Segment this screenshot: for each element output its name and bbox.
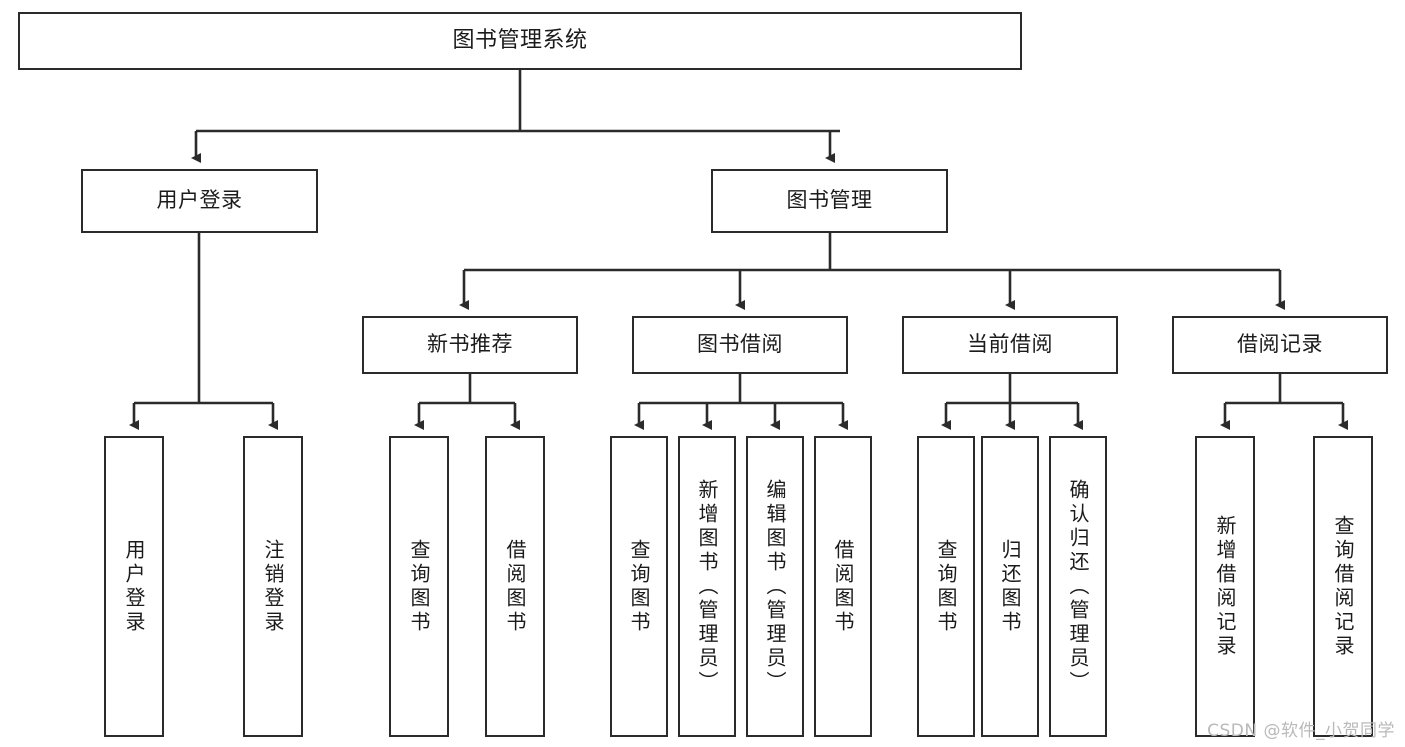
node-root-label: 图书管理系统 <box>452 27 588 53</box>
node-leaf-user-logout[interactable]: 注销登录 <box>243 436 303 737</box>
node-leaf-query-record[interactable]: 查询借阅记录 <box>1313 436 1373 737</box>
node-new-book-recommend[interactable]: 新书推荐 <box>362 316 578 374</box>
node-leaf-add-book[interactable]: 新增图书（管理员） <box>678 436 736 737</box>
node-root[interactable]: 图书管理系统 <box>18 12 1022 70</box>
node-leaf-borrow-book-2[interactable]: 借阅图书 <box>814 436 872 737</box>
node-book-borrow-label: 图书借阅 <box>697 332 783 357</box>
node-leaf-confirm-return[interactable]: 确认归还（管理员） <box>1049 436 1107 737</box>
node-leaf-confirm-return-label: 确认归还（管理员） <box>1066 478 1090 695</box>
node-user-login-label: 用户登录 <box>156 188 243 213</box>
node-current-borrow[interactable]: 当前借阅 <box>902 316 1118 374</box>
node-leaf-user-login[interactable]: 用户登录 <box>104 436 164 737</box>
node-leaf-return-book-label: 归还图书 <box>998 538 1022 635</box>
node-leaf-add-record[interactable]: 新增借阅记录 <box>1195 436 1255 737</box>
node-leaf-query-book-2-label: 查询图书 <box>627 538 651 635</box>
node-current-borrow-label: 当前借阅 <box>967 332 1053 357</box>
node-user-login[interactable]: 用户登录 <box>81 169 318 233</box>
node-borrow-record[interactable]: 借阅记录 <box>1172 316 1388 374</box>
node-new-book-recommend-label: 新书推荐 <box>427 332 513 357</box>
node-leaf-borrow-book-2-label: 借阅图书 <box>831 538 855 635</box>
node-leaf-query-book-3-label: 查询图书 <box>934 538 958 635</box>
node-leaf-edit-book[interactable]: 编辑图书（管理员） <box>746 436 804 737</box>
node-book-manage-label: 图书管理 <box>786 188 873 213</box>
node-leaf-return-book[interactable]: 归还图书 <box>981 436 1039 737</box>
node-book-borrow[interactable]: 图书借阅 <box>632 316 848 374</box>
node-leaf-query-book-2[interactable]: 查询图书 <box>610 436 668 737</box>
node-leaf-query-book-1-label: 查询图书 <box>407 538 431 635</box>
node-leaf-user-login-label: 用户登录 <box>122 538 146 635</box>
node-leaf-query-book-3[interactable]: 查询图书 <box>917 436 975 737</box>
node-leaf-borrow-book-1-label: 借阅图书 <box>503 538 527 635</box>
node-leaf-query-book-1[interactable]: 查询图书 <box>389 436 449 737</box>
node-leaf-edit-book-label: 编辑图书（管理员） <box>763 478 787 695</box>
node-book-manage[interactable]: 图书管理 <box>711 169 948 233</box>
watermark: CSDN @软件_小贺同学 <box>1207 721 1395 741</box>
node-leaf-user-logout-label: 注销登录 <box>261 538 285 635</box>
node-leaf-borrow-book-1[interactable]: 借阅图书 <box>485 436 545 737</box>
node-leaf-add-book-label: 新增图书（管理员） <box>695 478 719 695</box>
node-leaf-query-record-label: 查询借阅记录 <box>1331 514 1355 659</box>
node-borrow-record-label: 借阅记录 <box>1237 332 1323 357</box>
node-leaf-add-record-label: 新增借阅记录 <box>1213 514 1237 659</box>
